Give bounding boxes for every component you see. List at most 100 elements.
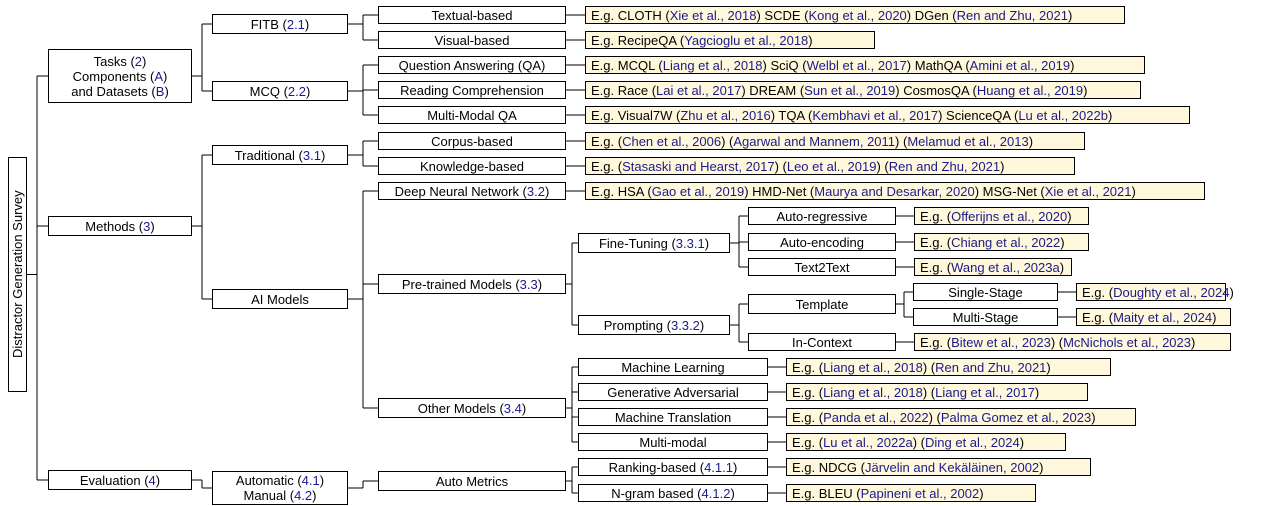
node-text: ): [1067, 208, 1072, 224]
citation-text: Kong et al., 2020: [808, 7, 907, 23]
node-text: Reading Comprehension: [400, 82, 544, 98]
node-text: Ranking-based (: [608, 459, 705, 475]
citation-text: 3.4: [503, 400, 522, 416]
node-text: Visual-based: [434, 32, 510, 48]
citation-text: 2: [134, 53, 143, 69]
citation-text: 3.1: [302, 147, 321, 163]
node-e-mm: E.g. (Lu et al., 2022a) (Ding et al., 20…: [786, 433, 1066, 451]
node-text: ): [142, 53, 147, 69]
node-text: ) (: [922, 359, 936, 375]
citation-text: Gao et al., 2019: [651, 183, 745, 199]
node-text: E.g. (: [920, 259, 952, 275]
node-text: ): [162, 68, 168, 84]
node-text: Multi-modal: [639, 434, 707, 450]
citation-text: Xie et al., 2018: [669, 7, 757, 23]
node-text: ) (: [774, 158, 787, 174]
citation-text: Lai et al., 2017: [656, 82, 742, 98]
node-autoreg: Auto-regressive: [748, 207, 896, 225]
citation-text: 2.2: [287, 83, 306, 99]
citation-text: Lu et al., 2022b: [1018, 107, 1108, 123]
citation-text: Yagcioglu et al., 2018: [684, 32, 809, 48]
node-ngram: N-gram based (4.1.2): [578, 484, 768, 502]
citation-text: Ren and Zhu, 2021: [956, 7, 1068, 23]
citation-text: Offerijns et al., 2020: [951, 208, 1068, 224]
node-methods: Methods (3): [48, 216, 192, 236]
node-text: Single-Stage: [948, 284, 1023, 300]
node-text: Machine Translation: [614, 409, 732, 425]
citation-text: Kembhavi et al., 2017: [812, 107, 939, 123]
node-text: Machine Learning: [621, 359, 725, 375]
node-text: ): [732, 459, 738, 475]
node-text: Deep Neural Network (: [394, 183, 527, 199]
citation-text: 4: [148, 472, 156, 488]
node-ranking: Ranking-based (4.1.1): [578, 458, 768, 476]
node-e-textual: E.g. CLOTH (Xie et al., 2018) SCDE (Kong…: [585, 6, 1125, 24]
node-aimodels: AI Models: [212, 289, 348, 309]
citation-text: Ren and Zhu, 2021: [888, 158, 1001, 174]
node-text: ) TQA (: [770, 107, 813, 123]
citation-text: Maurya and Desarkar, 2020: [814, 183, 975, 199]
node-text: ) HMD-Net (: [744, 183, 815, 199]
node-text: Auto-encoding: [780, 234, 864, 250]
node-e-rc: E.g. Race (Lai et al., 2017) DREAM (Sun …: [585, 81, 1141, 99]
node-text: ) (: [1050, 334, 1064, 350]
node-text: ): [1083, 82, 1088, 98]
node-single: Single-Stage: [913, 283, 1058, 301]
citation-text: Huang et al., 2019: [976, 82, 1084, 98]
node-text: ): [979, 485, 984, 501]
node-text: ): [164, 83, 169, 99]
node-evaluation: Evaluation (4): [48, 470, 192, 490]
node-text: ): [1046, 359, 1051, 375]
node-text: ) (: [922, 384, 936, 400]
citation-text: Wang et al., 2023a: [951, 259, 1060, 275]
citation-text: 3.3: [519, 276, 538, 292]
node-text: Traditional (: [234, 147, 303, 163]
node-text: E.g. CLOTH (: [591, 7, 670, 23]
node-text: ) (: [721, 133, 734, 149]
node-incontext: In-Context: [748, 333, 896, 351]
node-text: ) (: [895, 133, 908, 149]
node-fitb: FITB (2.1): [212, 14, 348, 34]
node-e-ranking: E.g. NDCG (Järvelin and Kekäläinen, 2002…: [786, 458, 1091, 476]
node-text: Corpus-based: [431, 133, 513, 149]
node-text: ): [306, 83, 311, 99]
node-text: ): [1107, 107, 1113, 123]
citation-text: Maity et al., 2024: [1113, 309, 1213, 325]
node-tasks: Tasks (2)Components (A)and Datasets (B): [48, 49, 192, 103]
node-text: ) CosmosQA (: [895, 82, 977, 98]
node-template: Template: [748, 294, 896, 314]
citation-text: 4.1.1: [704, 459, 733, 475]
citation-text: Stasaski and Hearst, 2017: [622, 158, 775, 174]
node-autometrics: Auto Metrics: [378, 471, 566, 491]
citation-text: 3.2: [526, 183, 545, 199]
node-text: ): [1059, 259, 1065, 275]
node-text: ): [155, 472, 161, 488]
citation-text: Melamud et al., 2013: [907, 133, 1029, 149]
node-text: Pre-trained Models (: [401, 276, 520, 292]
node-text: Generative Adversarial: [607, 384, 739, 400]
node-text: Fine-Tuning (: [598, 235, 676, 251]
node-dnn: Deep Neural Network (3.2): [378, 182, 566, 200]
node-text: E.g. (: [591, 158, 623, 174]
node-text: ): [537, 276, 543, 292]
node-text: ): [544, 183, 550, 199]
node-autoenc: Auto-encoding: [748, 233, 896, 251]
node-text: E.g. (: [920, 334, 952, 350]
node-text: E.g. MCQL (: [591, 57, 663, 73]
node-text: ): [1000, 158, 1005, 174]
node-text: ) ScienceQA (: [938, 107, 1019, 123]
node-multi: Multi-Stage: [913, 308, 1058, 326]
node-text: ): [1028, 133, 1034, 149]
citation-text: Ren and Zhu, 2021: [935, 359, 1047, 375]
node-text: E.g. (: [792, 409, 824, 425]
node-t2t: Text2Text: [748, 258, 896, 276]
node-text: ): [1229, 284, 1234, 300]
node-text: ): [1131, 183, 1136, 199]
node-text: Textual-based: [431, 7, 513, 23]
node-automanual: Automatic (4.1)Manual (4.2): [212, 471, 348, 505]
citation-text: Liang et al., 2017: [935, 384, 1035, 400]
node-e-mmqa: E.g. Visual7W (Zhu et al., 2016) TQA (Ke…: [585, 106, 1190, 124]
citation-text: Chen et al., 2006: [622, 133, 722, 149]
node-text: MCQ (: [249, 83, 288, 99]
